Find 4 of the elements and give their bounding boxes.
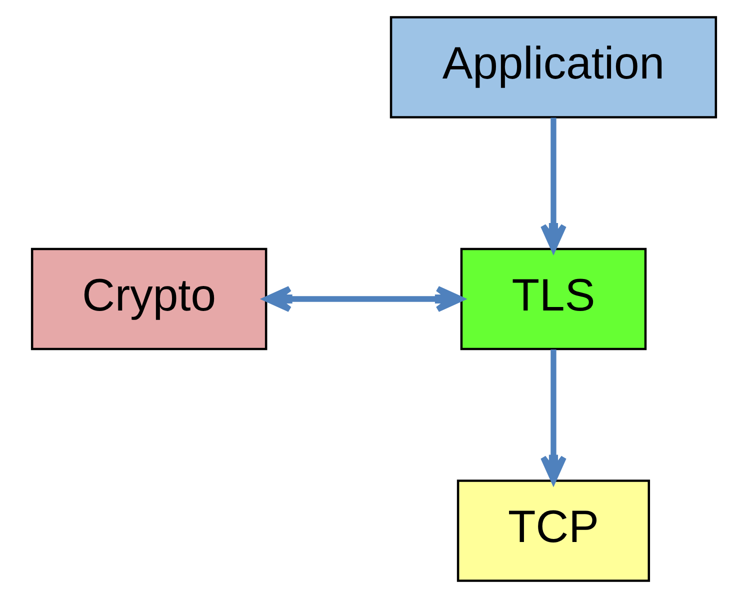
node-box: Crypto xyxy=(30,248,268,350)
node-box: TCP xyxy=(456,480,650,582)
node-box: Application xyxy=(390,16,718,118)
node-box: TLS xyxy=(460,248,647,350)
